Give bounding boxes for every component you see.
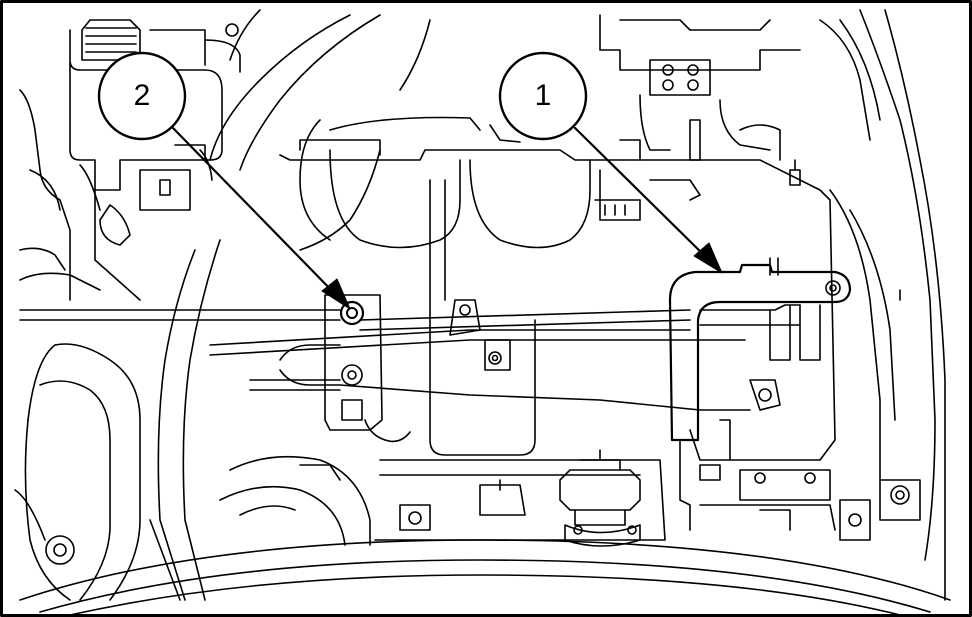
throttle-cables [19,309,751,411]
arrow-head-callout-1 [693,242,723,274]
reservoir-tank [69,19,241,191]
leader-arrows [171,126,712,300]
callout-circle-1 [498,51,588,141]
intake-plenum [279,116,836,461]
left-coolant-hoses [14,239,221,601]
nut-fitting-callout-2 [324,294,411,443]
upper-right-fittings [599,14,881,186]
top-diagonal-hoses [209,9,431,171]
arrow-head-callout-2 [321,278,351,310]
callout-label-1: 1 [534,79,552,112]
callout-circle-2 [97,51,187,141]
right-fender-structure [829,9,946,601]
lower-components [219,419,836,547]
hose-assembly-callout-1 [668,257,852,531]
cable-clamps [449,299,781,411]
bottom-rim [19,539,951,616]
left-frame-structure [19,89,213,301]
callout-label-2: 2 [133,79,151,112]
